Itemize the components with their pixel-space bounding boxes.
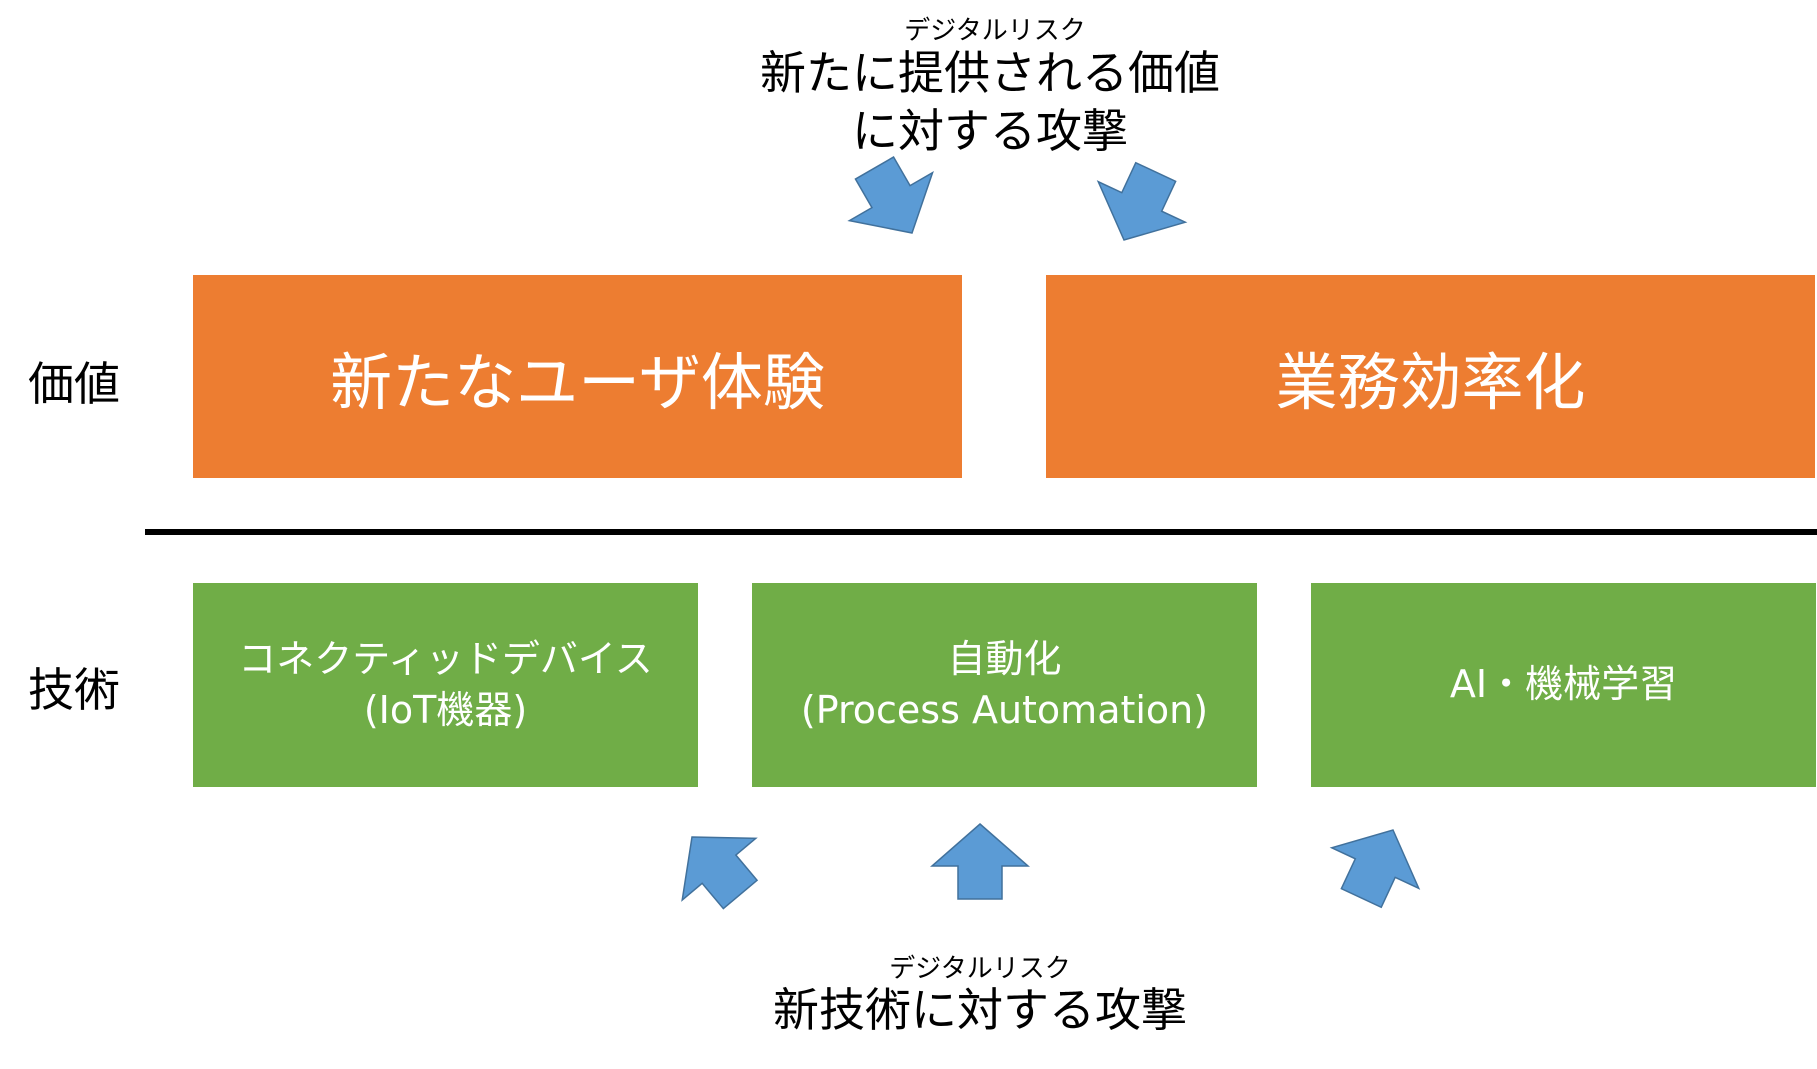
bottom-risk-category: デジタルリスク: [889, 954, 1071, 984]
top-risk-category: デジタルリスク: [904, 16, 1086, 46]
top-risk-line1: 新たに提供される価値: [760, 46, 1220, 100]
divider-line: [145, 529, 1817, 535]
arrow-up-left-icon: [654, 805, 778, 927]
value-box-label: 新たなユーザ体験: [330, 345, 825, 419]
tech-box-automation: 自動化 (Process Automation): [752, 583, 1257, 787]
value-box-user-experience: 新たなユーザ体験: [193, 275, 962, 478]
bottom-risk-title: 新技術に対する攻撃: [773, 983, 1187, 1037]
row-label-technology: 技術: [28, 663, 120, 717]
value-box-efficiency: 業務効率化: [1046, 275, 1815, 478]
tech-box-line1: コネクティッドデバイス: [238, 636, 653, 681]
value-box-label: 業務効率化: [1275, 345, 1586, 419]
top-risk-title: 新たに提供される価値 に対する攻撃: [0, 45, 1817, 160]
tech-box-line2: (IoT機器): [363, 688, 528, 732]
tech-box-ai-ml: AI・機械学習: [1311, 583, 1816, 787]
tech-box-line1: 自動化: [947, 636, 1062, 681]
arrow-up-center-icon: [931, 823, 1029, 900]
row-label-value: 価値: [28, 357, 120, 411]
tech-box-connected-devices: コネクティッドデバイス (IoT機器): [193, 583, 698, 787]
top-risk-line2: に対する攻撃: [852, 103, 1128, 158]
arrow-up-right-icon: [1317, 808, 1438, 920]
arrow-down-right-icon: [1079, 150, 1200, 262]
tech-box-line1: AI・機械学習: [1449, 662, 1678, 707]
arrow-down-left-icon: [832, 143, 955, 258]
tech-box-line2: (Process Automation): [800, 688, 1209, 732]
